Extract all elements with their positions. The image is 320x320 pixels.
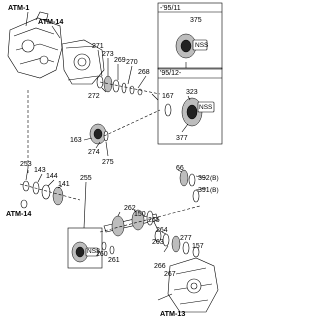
part-270: 270 [126, 59, 138, 66]
part-275: 275 [102, 159, 114, 166]
part-375: 375 [190, 17, 202, 24]
right-side-parts [177, 169, 207, 203]
part-150: 150 [134, 211, 146, 218]
middle-gear-group [83, 123, 109, 157]
nss-label-top: NSS [195, 42, 209, 49]
part-163: 163 [70, 137, 82, 144]
exploded-parts-diagram: ATM-1 ATM-14 -'95/11 375 NSS 271 273 269… [6, 2, 223, 318]
part-268: 268 [138, 69, 150, 76]
part-260: 260 [96, 251, 108, 258]
callout-atm-13: ATM-13 [160, 309, 185, 318]
part-277: 277 [180, 235, 192, 242]
part-143: 143 [34, 167, 46, 174]
left-shaft-group [19, 167, 81, 206]
nss-label-bottom: NSS [87, 248, 101, 255]
rear-housing-drawing [157, 257, 219, 313]
part-265: 265 [148, 217, 160, 224]
part-323: 323 [186, 89, 198, 96]
part-66: 66 [176, 165, 184, 172]
main-shaft-lower [99, 205, 201, 237]
extension-housing-drawing [61, 39, 105, 85]
part-141: 141 [58, 181, 70, 188]
transmission-case-drawing [7, 11, 63, 79]
callout-atm-14-left: ATM-14 [6, 209, 31, 218]
part-266: 266 [154, 263, 166, 270]
part-271: 271 [92, 43, 104, 50]
part-255: 255 [80, 175, 92, 182]
nss-box-bottom-left [67, 181, 103, 269]
right-lower-parts [153, 221, 200, 258]
part-253: 253 [20, 161, 32, 168]
part-167: 167 [162, 93, 174, 100]
part-262: 262 [124, 205, 136, 212]
part-391-suffix: (B) [210, 187, 219, 194]
part-273: 273 [102, 51, 114, 58]
part-144: 144 [46, 173, 58, 180]
part-272: 272 [88, 93, 100, 100]
date-range-box-top [157, 2, 223, 70]
part-269: 269 [114, 57, 126, 64]
part-377: 377 [176, 135, 188, 142]
date-range-middle: '95/12- [160, 70, 182, 77]
lower-small-parts [101, 241, 115, 255]
part-264: 264 [156, 227, 168, 234]
part-392: 392 [198, 175, 210, 182]
part-261: 261 [108, 257, 120, 264]
part-157: 157 [192, 243, 204, 250]
part-392-suffix: (B) [210, 175, 219, 182]
part-267: 267 [164, 271, 176, 278]
date-range-box-middle [157, 67, 223, 145]
part-274: 274 [88, 149, 100, 156]
callout-atm-1: ATM-1 [8, 3, 29, 12]
top-shaft-parts [96, 75, 161, 96]
part-391: 391 [198, 187, 210, 194]
part-263: 263 [152, 239, 164, 246]
callout-atm-14-top: ATM-14 [38, 17, 63, 26]
nss-label-middle: NSS [199, 104, 213, 111]
date-range-top: -'95/11 [160, 5, 181, 12]
